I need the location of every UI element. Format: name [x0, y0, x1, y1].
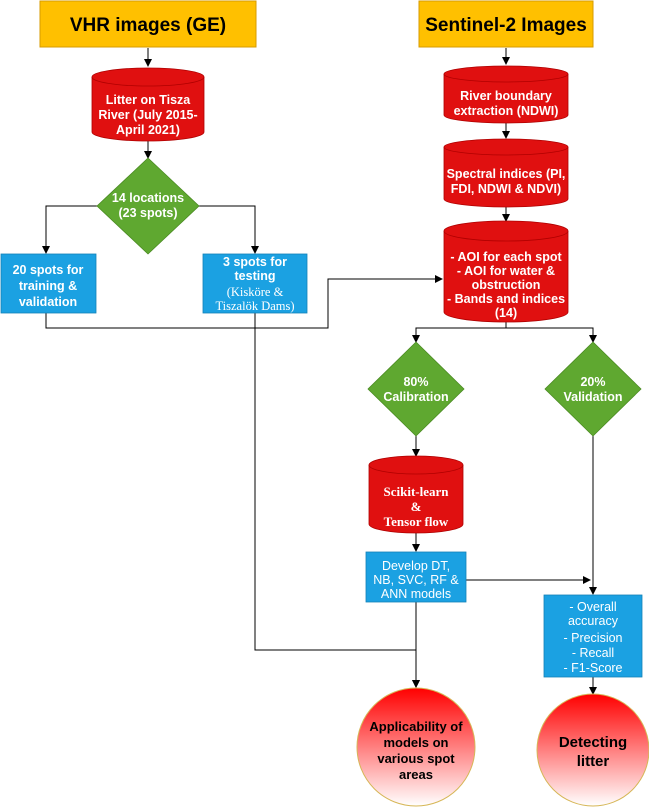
- svg-text:Scikit-learn: Scikit-learn: [384, 484, 450, 499]
- scikit-tensorflow-cylinder: Scikit-learn & Tensor flow: [368, 455, 464, 534]
- svg-text:various spot: various spot: [377, 751, 455, 766]
- svg-text:Sentinel-2 Images: Sentinel-2 Images: [425, 15, 587, 36]
- svg-text:- Precision: - Precision: [563, 631, 622, 645]
- svg-text:20 spots for: 20 spots for: [13, 263, 84, 277]
- svg-text:&: &: [411, 499, 422, 514]
- svg-text:accuracy: accuracy: [568, 614, 619, 628]
- svg-text:River (July 2015-: River (July 2015-: [98, 108, 197, 122]
- arrow-locations-to-training: [42, 205, 100, 254]
- svg-text:- F1-Score: - F1-Score: [563, 661, 622, 675]
- arrow-locations-to-testing: [196, 205, 259, 254]
- svg-text:extraction (NDWI): extraction (NDWI): [454, 104, 559, 118]
- svg-text:obstruction: obstruction: [472, 278, 541, 292]
- training-spots-box: 20 spots for training & validation: [0, 253, 97, 314]
- svg-text:- AOI for water &: - AOI for water &: [457, 264, 555, 278]
- testing-spots-box: 3 spots for testing (Kisköre & Tiszalök …: [202, 253, 308, 314]
- svg-text:Develop DT,: Develop DT,: [382, 559, 450, 573]
- arrow-aoi-to-calibration: [412, 322, 507, 343]
- svg-text:litter: litter: [577, 753, 610, 770]
- svg-text:April 2021): April 2021): [116, 123, 180, 137]
- svg-text:- Overall: - Overall: [569, 600, 616, 614]
- spectral-indices-cylinder: Spectral indices (PI, FDI, NDWI & NDVI): [443, 138, 569, 208]
- svg-text:3 spots for: 3 spots for: [223, 255, 287, 269]
- calibration-decision-diamond: 80% Calibration: [367, 341, 465, 437]
- svg-text:River boundary: River boundary: [460, 89, 552, 103]
- connectors: [42, 48, 597, 695]
- svg-text:ANN models: ANN models: [381, 587, 451, 601]
- svg-text:(14): (14): [495, 306, 517, 320]
- svg-text:models on: models on: [383, 735, 448, 750]
- litter-data-cylinder: Litter on Tisza River (July 2015- April …: [91, 67, 205, 142]
- svg-text:Detecting: Detecting: [559, 734, 627, 751]
- svg-text:14 locations: 14 locations: [112, 191, 184, 205]
- svg-text:VHR images (GE): VHR images (GE): [70, 15, 226, 36]
- svg-text:- AOI for each spot: - AOI for each spot: [450, 250, 562, 264]
- svg-text:20%: 20%: [580, 375, 605, 389]
- validation-decision-diamond: 20% Validation: [544, 341, 642, 437]
- applicability-terminal: Applicability of models on various spot …: [356, 687, 476, 807]
- arrow-aoi-to-validation: [505, 322, 597, 343]
- arrow-training-to-aoi: [45, 275, 443, 329]
- svg-text:- Recall: - Recall: [572, 646, 614, 660]
- svg-text:Tensor flow: Tensor flow: [384, 514, 449, 529]
- svg-text:training &: training &: [19, 279, 77, 293]
- metrics-box: - Overall accuracy - Precision - Recall …: [543, 594, 643, 678]
- detecting-litter-terminal: Detecting litter: [536, 693, 649, 807]
- svg-text:testing: testing: [235, 269, 276, 283]
- river-boundary-cylinder: River boundary extraction (NDWI): [443, 65, 569, 124]
- svg-text:Tiszalök Dams): Tiszalök Dams): [215, 299, 294, 313]
- svg-text:(23 spots): (23 spots): [118, 206, 177, 220]
- svg-text:areas: areas: [399, 767, 433, 782]
- svg-text:- Bands and indices: - Bands and indices: [447, 292, 565, 306]
- svg-text:(Kisköre &: (Kisköre &: [227, 285, 284, 299]
- svg-text:Validation: Validation: [563, 390, 622, 404]
- develop-models-box: Develop DT, NB, SVC, RF & ANN models: [365, 551, 467, 603]
- sentinel-images-header: Sentinel-2 Images: [418, 0, 594, 48]
- locations-decision-diamond: 14 locations (23 spots): [96, 157, 200, 255]
- svg-text:FDI, NDWI & NDVI): FDI, NDWI & NDVI): [451, 182, 561, 196]
- svg-text:Litter on Tisza: Litter on Tisza: [106, 93, 192, 107]
- vhr-images-header: VHR images (GE): [39, 0, 257, 48]
- svg-text:validation: validation: [19, 295, 77, 309]
- svg-text:Applicability of: Applicability of: [369, 719, 463, 734]
- aoi-cylinder: - AOI for each spot - AOI for water & ob…: [443, 220, 569, 323]
- svg-text:Calibration: Calibration: [383, 390, 448, 404]
- svg-text:NB, SVC, RF &: NB, SVC, RF &: [373, 573, 459, 587]
- svg-text:80%: 80%: [403, 375, 428, 389]
- svg-text:Spectral indices (PI,: Spectral indices (PI,: [447, 167, 566, 181]
